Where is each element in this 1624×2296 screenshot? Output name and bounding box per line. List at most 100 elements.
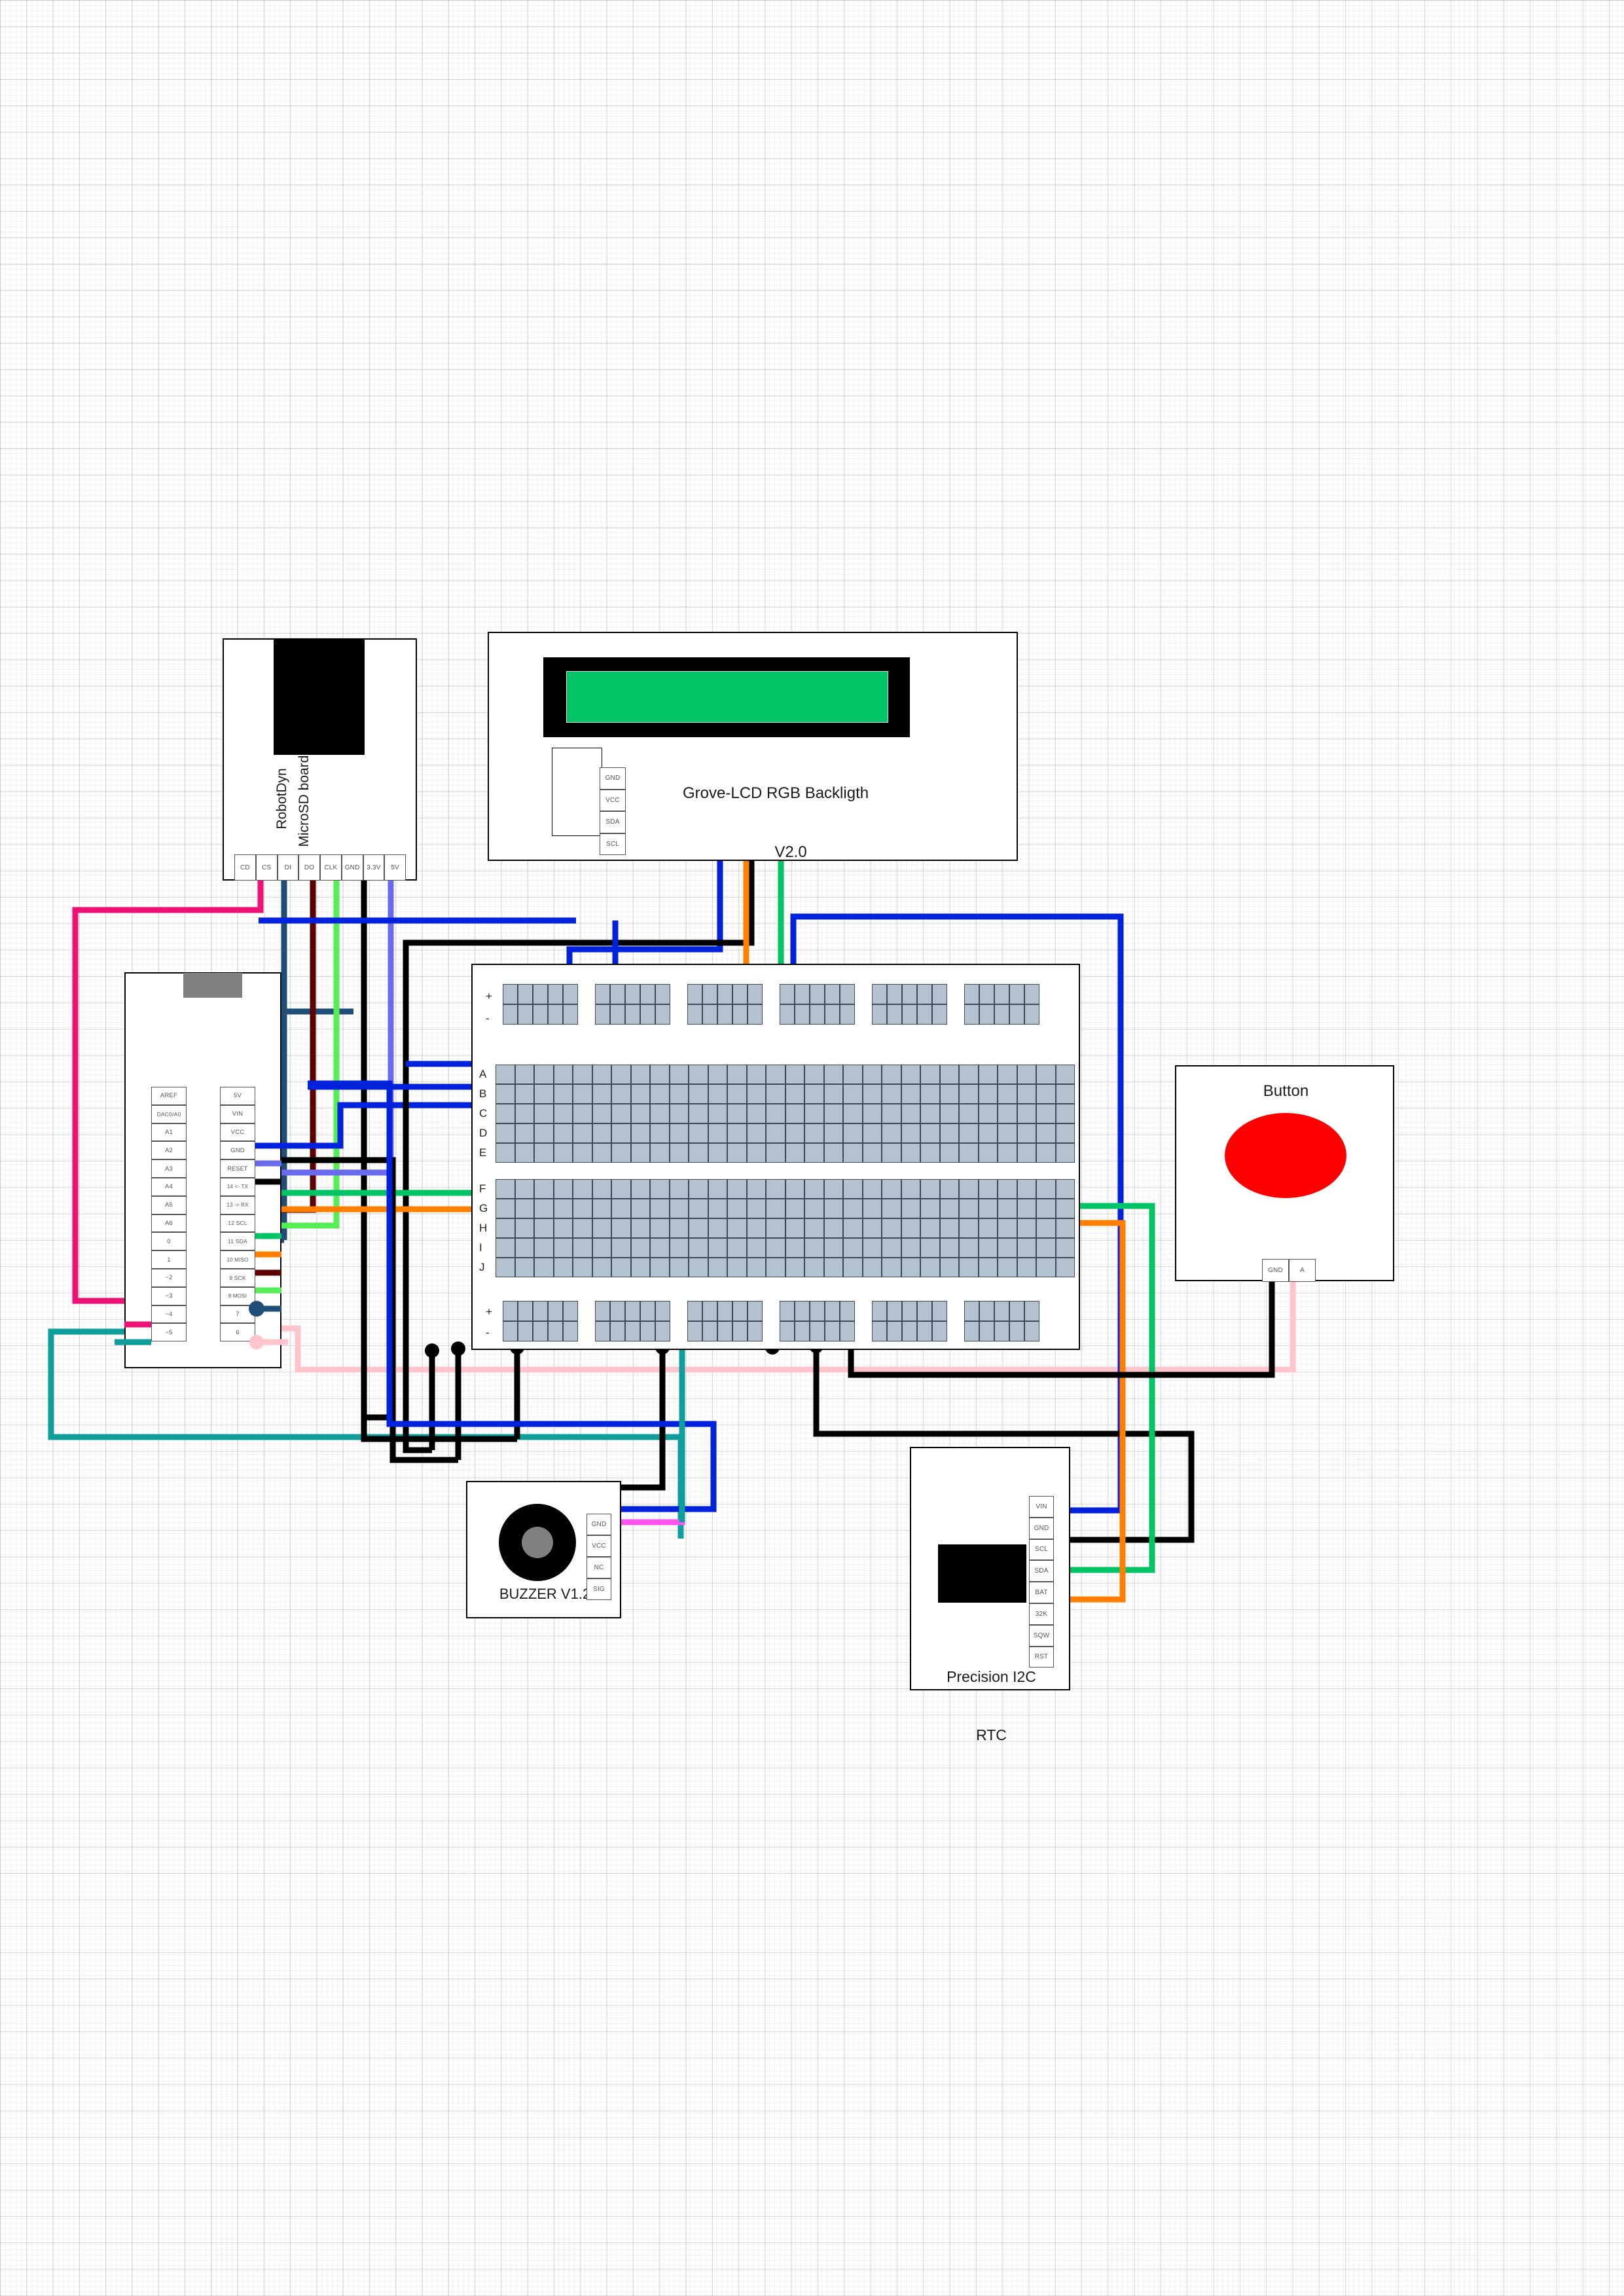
- rtc-title-line1: Precision I2C: [947, 1667, 1036, 1685]
- buzzer-title: BUZZER V1.2: [499, 1586, 591, 1602]
- lcd-header[interactable]: GND VCC SDA SCL: [600, 767, 626, 855]
- lcd-screen: [566, 671, 888, 723]
- arduino-pin-a6[interactable]: A6: [151, 1214, 187, 1233]
- grove-lcd-module[interactable]: Grove-LCD RGB Backligth V2.0: [488, 632, 1018, 861]
- breadboard-bottom-rail-minus[interactable]: [503, 1321, 1039, 1341]
- microsd-pin-5v[interactable]: 5V: [384, 854, 406, 881]
- buzzer-pin-sig[interactable]: SIG: [586, 1578, 611, 1600]
- arduino-pin-3[interactable]: ~3: [151, 1286, 187, 1305]
- microsd-pin-gnd[interactable]: GND: [341, 854, 363, 881]
- lcd-pin-sda[interactable]: SDA: [600, 811, 626, 833]
- breadboard-row-label-d: D: [479, 1127, 488, 1139]
- lcd-title-line1: Grove-LCD RGB Backligth: [683, 784, 869, 802]
- arduino-pin-13-rx[interactable]: 13 -> RX: [220, 1195, 255, 1214]
- lcd-connector-body: [552, 748, 602, 836]
- buzzer-pin-vcc[interactable]: VCC: [586, 1535, 611, 1557]
- buzzer-header[interactable]: GND VCC NC SIG: [586, 1514, 611, 1600]
- breadboard-bottom-rail[interactable]: [503, 1301, 1039, 1341]
- arduino-pin-dac0-a0[interactable]: DAC0/A0: [151, 1104, 187, 1123]
- button-pin-gnd[interactable]: GND: [1262, 1259, 1289, 1282]
- microsd-chip: [274, 638, 365, 755]
- microsd-header[interactable]: CD CS DI DO CLK GND 3.3V 5V: [234, 854, 406, 881]
- button-cap-icon[interactable]: [1225, 1113, 1346, 1198]
- microsd-pin-3v3[interactable]: 3.3V: [363, 854, 385, 881]
- rtc-pin-sqw[interactable]: SQW: [1029, 1624, 1054, 1647]
- breadboard-rows-lower[interactable]: [496, 1179, 1075, 1277]
- microsd-title-2: MicroSD board: [296, 755, 312, 847]
- arduino-pin-0[interactable]: 0: [151, 1232, 187, 1251]
- arduino-pin-vcc[interactable]: VCC: [220, 1123, 255, 1142]
- breadboard-top-rail[interactable]: [503, 984, 1039, 1025]
- arduino-pin-aref[interactable]: AREF: [151, 1087, 187, 1105]
- arduino-pin-10-miso[interactable]: 10 MISO: [220, 1250, 255, 1269]
- arduino-pin-14-tx[interactable]: 14 <- TX: [220, 1177, 255, 1196]
- breadboard-row-label-c: C: [479, 1107, 488, 1120]
- arduino-pin-1[interactable]: 1: [151, 1250, 187, 1269]
- microsd-pin-cs[interactable]: CS: [255, 854, 278, 881]
- arduino-pin-vin[interactable]: VIN: [220, 1104, 255, 1123]
- breadboard-top-rail-plus[interactable]: [503, 984, 1039, 1004]
- microsd-pin-cd[interactable]: CD: [234, 854, 256, 881]
- breadboard-top-rail-minus-label: -: [486, 1012, 490, 1025]
- breadboard-bottom-rail-plus[interactable]: [503, 1301, 1039, 1321]
- arduino-pin-4[interactable]: ~4: [151, 1305, 187, 1324]
- buzzer-pin-nc[interactable]: NC: [586, 1557, 611, 1578]
- arduino-pin-a5[interactable]: A5: [151, 1195, 187, 1214]
- lcd-pin-gnd[interactable]: GND: [600, 767, 626, 790]
- arduino-pin-gnd[interactable]: GND: [220, 1141, 255, 1160]
- arduino-pin-8-mosi[interactable]: 8 MOSI: [220, 1286, 255, 1305]
- arduino-pin-a4[interactable]: A4: [151, 1177, 187, 1196]
- button-title: Button: [1263, 1082, 1309, 1100]
- breadboard-row-label-i: I: [479, 1241, 482, 1254]
- buzzer-center-icon: [522, 1527, 553, 1558]
- microsd-pin-clk[interactable]: CLK: [320, 854, 342, 881]
- arduino-pin-12-scl[interactable]: 12 SCL: [220, 1214, 255, 1233]
- arduino-pin-a3[interactable]: A3: [151, 1159, 187, 1178]
- rtc-title-line2: RTC: [976, 1726, 1007, 1744]
- rtc-module[interactable]: Precision I2C RTC: [910, 1447, 1070, 1743]
- breadboard-row-label-j: J: [479, 1261, 485, 1273]
- lcd-title-line2: V2.0: [774, 843, 807, 861]
- arduino-pin-5v[interactable]: 5V: [220, 1087, 255, 1105]
- breadboard-row-label-g: G: [479, 1202, 488, 1214]
- button-pin-a[interactable]: A: [1289, 1259, 1316, 1282]
- breadboard-row-label-f: F: [479, 1182, 486, 1195]
- arduino-pin-2[interactable]: ~2: [151, 1268, 187, 1287]
- lcd-pin-scl[interactable]: SCL: [600, 833, 626, 855]
- breadboard-top-rail-minus[interactable]: [503, 1004, 1039, 1025]
- rtc-pin-rst[interactable]: RST: [1029, 1646, 1054, 1668]
- arduino-header-right[interactable]: 5V VIN VCC GND RESET 14 <- TX 13 -> RX 1…: [220, 1087, 255, 1342]
- arduino-pin-6[interactable]: 6: [220, 1323, 255, 1342]
- arduino-pin-7[interactable]: 7: [220, 1305, 255, 1324]
- rtc-header[interactable]: VIN GND SCL SDA BAT 32K SQW RST: [1029, 1496, 1054, 1668]
- breadboard-row-label-b: B: [479, 1087, 487, 1100]
- breadboard-rows-upper[interactable]: [496, 1065, 1075, 1163]
- arduino-pin-a1[interactable]: A1: [151, 1123, 187, 1142]
- buzzer-pin-gnd[interactable]: GND: [586, 1514, 611, 1535]
- breadboard[interactable]: + - A B: [471, 964, 1080, 1350]
- arduino-pin-a2[interactable]: A2: [151, 1141, 187, 1160]
- arduino-usb-connector: [183, 973, 242, 998]
- arduino-pin-reset[interactable]: RESET: [220, 1159, 255, 1178]
- arduino-pin-5[interactable]: ~5: [151, 1323, 187, 1342]
- rtc-pin-vin[interactable]: VIN: [1029, 1496, 1054, 1518]
- arduino-pin-9-sck[interactable]: 9 SCK: [220, 1268, 255, 1287]
- breadboard-row-label-a: A: [479, 1068, 487, 1080]
- microsd-board[interactable]: RobotDyn MicroSD board: [223, 638, 417, 881]
- rtc-pin-gnd[interactable]: GND: [1029, 1517, 1054, 1539]
- breadboard-bottom-rail-minus-label: -: [486, 1326, 490, 1339]
- lcd-title: Grove-LCD RGB Backligth V2.0: [683, 744, 899, 902]
- breadboard-bottom-rail-plus-label: +: [486, 1305, 492, 1318]
- rtc-pin-sda[interactable]: SDA: [1029, 1560, 1054, 1582]
- rtc-pin-bat[interactable]: BAT: [1029, 1582, 1054, 1603]
- button-module[interactable]: Button: [1175, 1065, 1394, 1281]
- microsd-pin-di[interactable]: DI: [277, 854, 299, 881]
- button-header[interactable]: GND A: [1262, 1259, 1316, 1282]
- lcd-pin-vcc[interactable]: VCC: [600, 789, 626, 811]
- arduino-pin-11-sda[interactable]: 11 SDA: [220, 1232, 255, 1251]
- rtc-pin-scl[interactable]: SCL: [1029, 1539, 1054, 1561]
- rtc-pin-32k[interactable]: 32K: [1029, 1603, 1054, 1625]
- arduino-mkr-board[interactable]: Arduino MKR WiFi 1010: [124, 972, 281, 1368]
- microsd-pin-do[interactable]: DO: [298, 854, 320, 881]
- arduino-header-left[interactable]: AREF DAC0/A0 A1 A2 A3 A4 A5 A6 0 1 ~2 ~3…: [151, 1087, 187, 1342]
